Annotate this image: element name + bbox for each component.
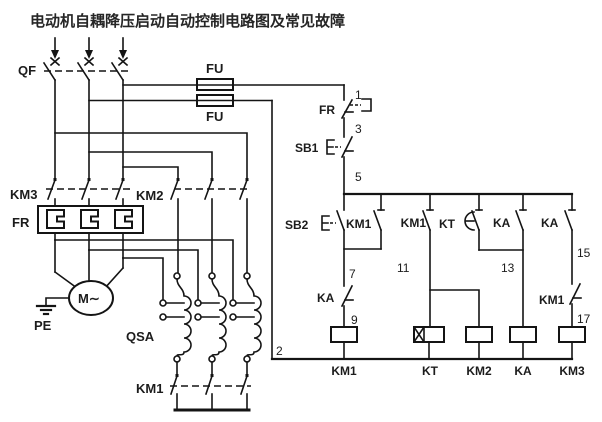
fr-heater-2: [80, 209, 99, 229]
km1-nc-contact: KM1: [539, 282, 582, 307]
fu1-label: FU: [206, 61, 223, 76]
fr-heater-1: [46, 209, 65, 229]
km3-main-contacts: KM3: [10, 178, 130, 207]
fr-trip-icon: [361, 98, 372, 112]
km1-no-label: KM1: [401, 216, 427, 230]
motor: M∼: [68, 280, 114, 316]
supply-arrow-l2: [83, 37, 95, 67]
km1-hold-label: KM1: [346, 217, 372, 231]
qsa-winding-3: [229, 272, 262, 363]
kt-coil-label: KT: [422, 364, 439, 378]
branch-km1: SB2 KM1 7 KA 9 KM1: [285, 193, 385, 378]
page-title: 电动机自耦降压启动自动控制电路图及常见故障: [30, 12, 345, 30]
fr-ctrl-label: FR: [319, 103, 335, 117]
node-13: 13: [501, 261, 515, 275]
node-15: 15: [577, 246, 591, 260]
km2-coil-label: KM2: [466, 364, 492, 378]
ka-no1-label: KA: [493, 216, 511, 230]
km3-coil: [558, 326, 586, 343]
control-feeder: 1 FR 3 SB1 5: [295, 84, 372, 195]
node-2: 2: [276, 344, 283, 358]
node-9: 9: [351, 313, 358, 327]
qsa-winding-1: [159, 272, 192, 363]
pe-ground-icon: PE: [34, 297, 70, 333]
pe-label: PE: [34, 318, 52, 333]
ka-no2-label: KA: [541, 216, 559, 230]
node-17: 17: [577, 312, 591, 326]
node-7: 7: [349, 267, 356, 281]
branch-ka: KT KA 13 KA: [439, 193, 537, 378]
km2-coil: [465, 326, 493, 343]
fr-heater-3: [114, 209, 133, 229]
autotransformer-qsa: QSA: [126, 272, 262, 363]
supply-arrow-l1: [49, 37, 61, 67]
sb1-actuator-icon: [326, 139, 335, 155]
kt-coil: [412, 325, 445, 344]
fuse-fu2: FU: [88, 94, 273, 360]
node-11: 11: [397, 261, 410, 275]
qf-label: QF: [18, 63, 36, 78]
fr-overload-main: FR: [12, 205, 144, 259]
node-1: 1: [355, 88, 362, 102]
km3-coil-label: KM3: [559, 364, 585, 378]
km2-label: KM2: [136, 188, 163, 203]
kt-delay-icon: [464, 211, 475, 231]
fr-nc-contact: FR: [319, 98, 372, 120]
qf-breaker: QF: [18, 61, 129, 82]
km1-main-contacts: KM1: [136, 361, 251, 412]
supply-arrows-icon: [49, 37, 129, 67]
sb2-label: SB2: [285, 218, 309, 232]
ka-nc-contact: KA: [317, 284, 354, 308]
sb1-label: SB1: [295, 141, 319, 155]
motor-feed-wires: [53, 239, 234, 301]
km1-holding-contact: KM1: [343, 193, 385, 250]
node-5: 5: [355, 170, 362, 184]
km3-label: KM3: [10, 187, 37, 202]
km1-coil: [330, 326, 358, 343]
ka-nc-label: KA: [317, 291, 335, 305]
branch-kt-km2: KM1 11 KT KM2: [397, 193, 493, 378]
supply-arrow-l3: [117, 37, 129, 67]
km1-coil-label: KM1: [331, 364, 357, 378]
qsa-label: QSA: [126, 329, 155, 344]
fu2-label: FU: [206, 109, 223, 124]
branch-km3: KA 15 KM1 17 KM3: [539, 193, 591, 378]
km2-main-contacts: KM2: [136, 178, 251, 274]
sb2-actuator-icon: [321, 215, 330, 231]
km1-nc-label: KM1: [539, 293, 565, 307]
qsa-winding-2: [194, 272, 227, 363]
sb1-stop-button: SB1: [295, 135, 354, 159]
fr-main-label: FR: [12, 215, 30, 230]
fuse-fu1: FU: [122, 61, 345, 91]
kt-contact-label: KT: [439, 217, 456, 231]
km1-main-label: KM1: [136, 381, 163, 396]
phase-wires: [54, 79, 248, 179]
motor-label: M∼: [78, 291, 100, 306]
ka-coil-label: KA: [514, 364, 532, 378]
ka-coil: [509, 326, 537, 343]
sb2-start-button: SB2: [285, 209, 346, 232]
node-3: 3: [355, 122, 362, 136]
